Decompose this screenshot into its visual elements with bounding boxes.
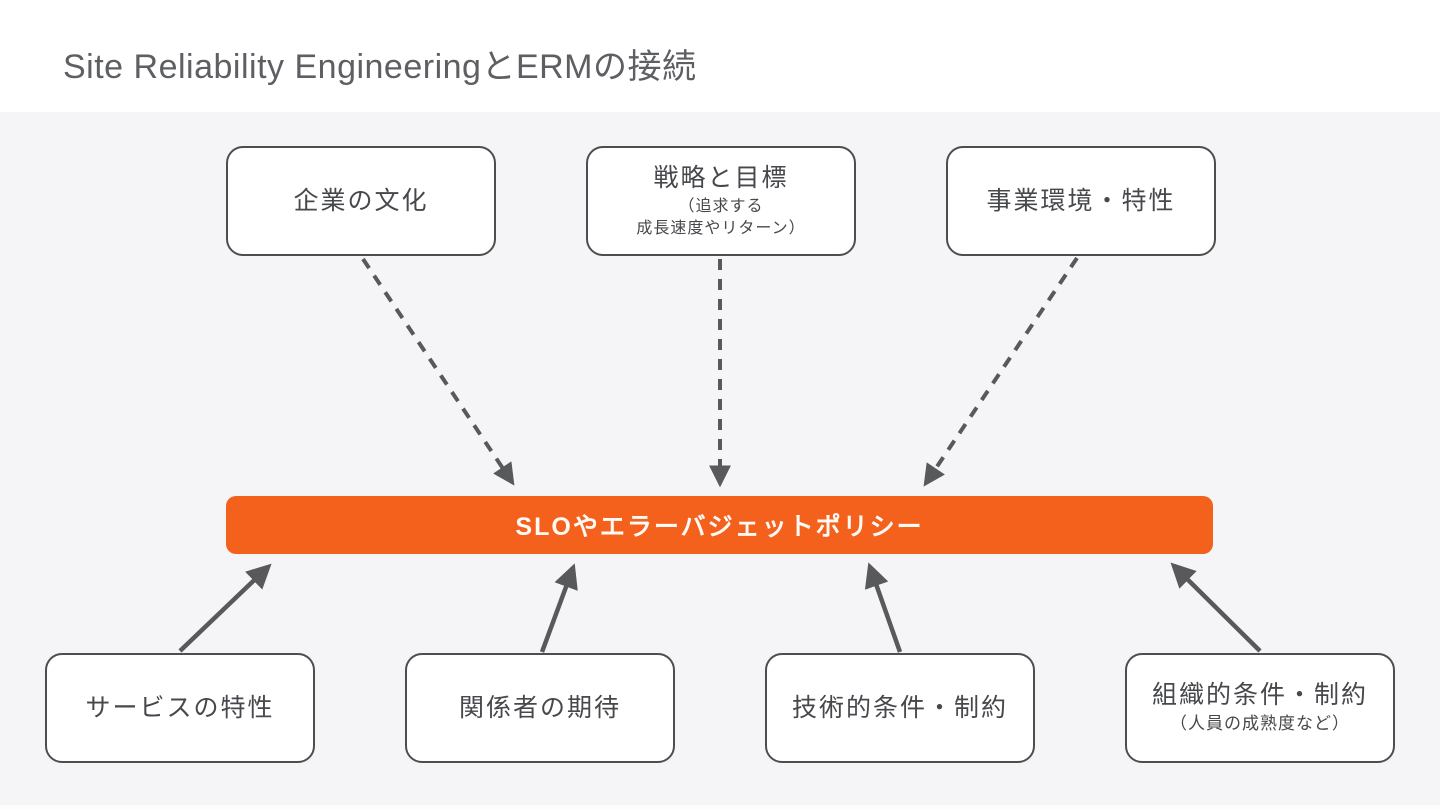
node-sublabel-line1: （追求する <box>678 197 764 215</box>
edge-stakeholder-expectations <box>539 563 578 653</box>
node-label: 戦略と目標 <box>653 163 789 192</box>
node-technical-constraints: 技術的条件・制約 <box>765 653 1035 763</box>
bottom-margin-strip <box>0 805 1440 810</box>
node-sublabel: （人員の成熟度など） <box>1170 714 1350 734</box>
node-label: 組織的条件・制約 <box>1151 681 1368 710</box>
node-label: 技術的条件・制約 <box>791 694 1008 722</box>
slide-header: Site Reliability EngineeringとERMの接続 <box>0 0 1440 112</box>
edge-business-environment <box>923 256 1079 487</box>
node-business-environment: 事業環境・特性 <box>946 146 1216 256</box>
page-title: Site Reliability EngineeringとERMの接続 <box>63 48 697 86</box>
edge-organizational-constraints <box>1170 562 1262 653</box>
center-bar-label: SLOやエラーバジェットポリシー <box>515 513 924 541</box>
node-slo-error-budget-policy: SLOやエラーバジェットポリシー <box>226 496 1213 554</box>
node-label: 事業環境・特性 <box>986 187 1176 215</box>
node-sublabel-line2: 成長速度やリターン） <box>636 219 806 237</box>
node-strategy-goals: 戦略と目標 （追求する 成長速度やリターン） <box>586 146 856 256</box>
edge-corporate-culture <box>361 257 515 486</box>
node-label: 企業の文化 <box>293 187 429 215</box>
node-sublabel: （追求する 成長速度やリターン） <box>636 196 805 239</box>
node-stakeholder-expectations: 関係者の期待 <box>405 653 675 763</box>
edge-service-characteristics <box>178 563 272 653</box>
node-label: サービスの特性 <box>85 694 275 722</box>
edge-technical-constraints <box>864 562 903 653</box>
node-service-characteristics: サービスの特性 <box>45 653 315 763</box>
node-organizational-constraints: 組織的条件・制約 （人員の成熟度など） <box>1125 653 1395 763</box>
node-label: 関係者の期待 <box>458 694 621 722</box>
node-corporate-culture: 企業の文化 <box>226 146 496 256</box>
